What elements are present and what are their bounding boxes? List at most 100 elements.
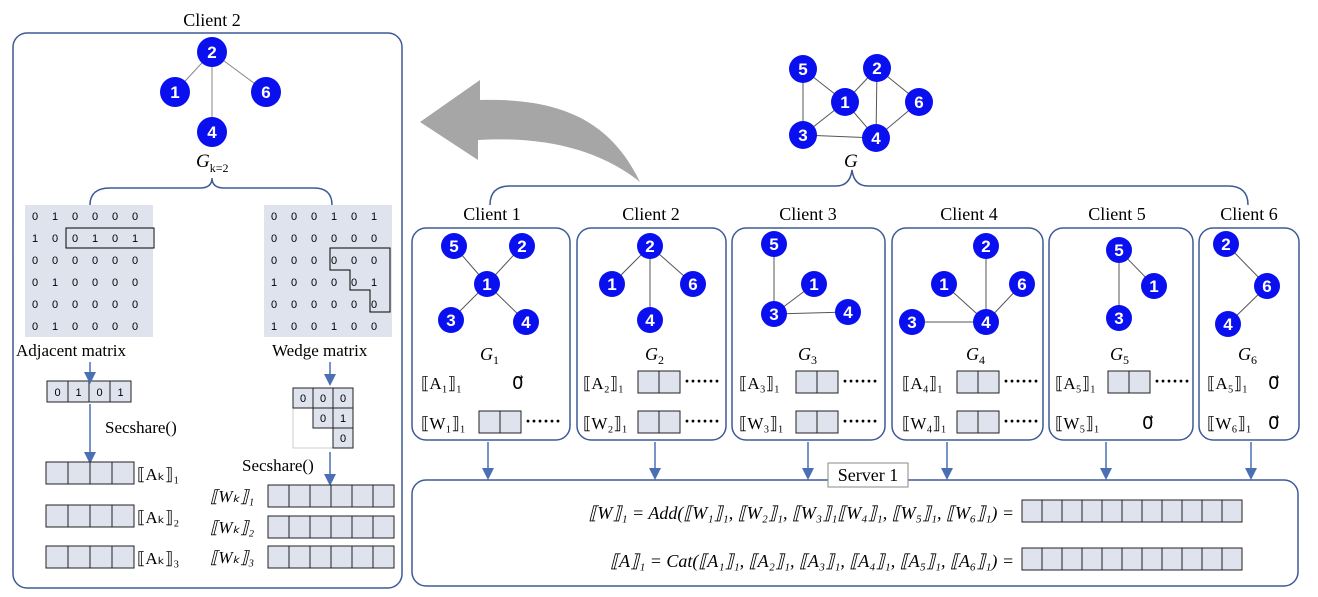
client-title: Client 2 — [622, 204, 680, 224]
share-label-a: ⟦A₅⟧₁ — [1055, 374, 1096, 393]
adjacent-highlight — [65, 227, 155, 249]
share-cell — [372, 545, 395, 569]
graph-node: 6 — [1254, 273, 1280, 299]
matrix-cell: 0 — [291, 211, 297, 223]
matrix-cell: 1 — [331, 211, 337, 223]
ellipsis-dots: ······ — [684, 411, 720, 431]
vector-cell-value: 1 — [117, 387, 123, 399]
graph-node: 5 — [789, 55, 817, 83]
client-title: Client 3 — [779, 204, 837, 224]
matrix-cell: 0 — [72, 321, 78, 333]
graph-node: 6 — [251, 77, 281, 107]
matrix-cell: 0 — [291, 233, 297, 245]
share-label-ak: ⟦Aₖ⟧₂ — [137, 508, 179, 527]
client-graph-label: G4 — [966, 344, 985, 367]
svg-text:3: 3 — [798, 126, 807, 145]
graph-node: 1 — [801, 271, 827, 297]
client-title: Client 6 — [1220, 204, 1278, 224]
share-cell — [288, 545, 311, 569]
share-cell — [45, 461, 69, 485]
tri-cell-value: 0 — [300, 393, 306, 405]
matrix-cell: 0 — [351, 211, 357, 223]
zero-vector: 0⃗ — [1268, 413, 1279, 433]
server-vector-cell — [1081, 499, 1103, 523]
matrix-cell: 0 — [311, 233, 317, 245]
share-label-w: ⟦W₄⟧₁ — [902, 414, 947, 433]
tri-cell-value: 0 — [320, 393, 326, 405]
share-label-w: ⟦W₁⟧₁ — [421, 414, 466, 433]
share-cell — [288, 484, 311, 508]
client-share-cell — [637, 370, 660, 394]
matrix-cell: 0 — [311, 321, 317, 333]
matrix-cell: 0 — [291, 321, 297, 333]
graph-node: 1 — [160, 77, 190, 107]
share-cell — [351, 545, 374, 569]
graph-node: 3 — [761, 301, 787, 327]
share-cell — [67, 461, 91, 485]
adjacent-caption: Adjacent matrix — [16, 341, 126, 360]
adjacent-matrix — [25, 205, 153, 337]
server-vector-cell — [1021, 499, 1043, 523]
matrix-cell: 0 — [331, 277, 337, 289]
matrix-cell: 0 — [112, 233, 118, 245]
matrix-cell: 1 — [52, 211, 58, 223]
svg-text:2: 2 — [645, 237, 654, 256]
svg-text:2: 2 — [207, 43, 216, 62]
matrix-cell: 0 — [132, 299, 138, 311]
client-title: Client 1 — [463, 204, 521, 224]
share-label-a: ⟦A₄⟧₁ — [902, 374, 943, 393]
server-vector-cell — [1121, 547, 1143, 571]
tri-cell-value: 1 — [340, 413, 346, 425]
graph-node: 4 — [835, 299, 861, 325]
share-cell — [111, 504, 135, 528]
matrix-cell: 0 — [112, 211, 118, 223]
share-cell — [267, 545, 290, 569]
svg-text:1: 1 — [840, 93, 849, 112]
client-title: Client 5 — [1088, 204, 1146, 224]
matrix-cell: 0 — [371, 299, 377, 311]
server-vector-cell — [1061, 499, 1083, 523]
vector-cell-value: 0 — [54, 387, 60, 399]
share-cell — [89, 461, 113, 485]
tri-cell — [332, 427, 354, 449]
svg-text:1: 1 — [170, 83, 179, 102]
share-cell — [309, 484, 332, 508]
graph-node: 2 — [637, 233, 663, 259]
server-vector-cell — [1081, 547, 1103, 571]
matrix-cell: 0 — [72, 233, 78, 245]
graph-node: 4 — [197, 117, 227, 147]
graph-node: 2 — [197, 37, 227, 67]
svg-text:3: 3 — [907, 313, 916, 332]
client-share-cell — [1107, 370, 1130, 394]
svg-text:4: 4 — [871, 129, 881, 148]
graph-node: 1 — [931, 271, 957, 297]
server-vector-cell — [1221, 499, 1243, 523]
svg-text:6: 6 — [1017, 275, 1026, 294]
wedge-caption: Wedge matrix — [272, 341, 368, 360]
svg-text:1: 1 — [1149, 277, 1158, 296]
big-curved-arrow — [420, 80, 640, 182]
graph-node: 3 — [899, 309, 925, 335]
client-share-cell — [658, 370, 681, 394]
matrix-cell: 0 — [331, 255, 337, 267]
graph-label-gk: Gk=2 — [196, 151, 229, 175]
server-vector-cell — [1161, 547, 1183, 571]
matrix-cell: 1 — [32, 233, 38, 245]
matrix-cell: 0 — [132, 255, 138, 267]
graph-node: 5 — [441, 233, 467, 259]
share-label-a: ⟦A₁⟧₁ — [421, 374, 462, 393]
matrix-cell: 0 — [291, 277, 297, 289]
svg-text:1: 1 — [809, 275, 818, 294]
ellipsis-dots: ······ — [842, 371, 878, 391]
share-label-ak: ⟦Aₖ⟧₁ — [137, 465, 179, 484]
server-vector-cell — [1141, 499, 1163, 523]
wedge-highlight — [329, 247, 391, 313]
matrix-cell: 0 — [132, 321, 138, 333]
matrix-cell: 0 — [72, 255, 78, 267]
matrix-cell: 0 — [371, 255, 377, 267]
matrix-cell: 1 — [371, 211, 377, 223]
matrix-cell: 0 — [92, 255, 98, 267]
svg-text:5: 5 — [449, 237, 458, 256]
matrix-cell: 0 — [331, 299, 337, 311]
graph-node: 4 — [637, 307, 663, 333]
